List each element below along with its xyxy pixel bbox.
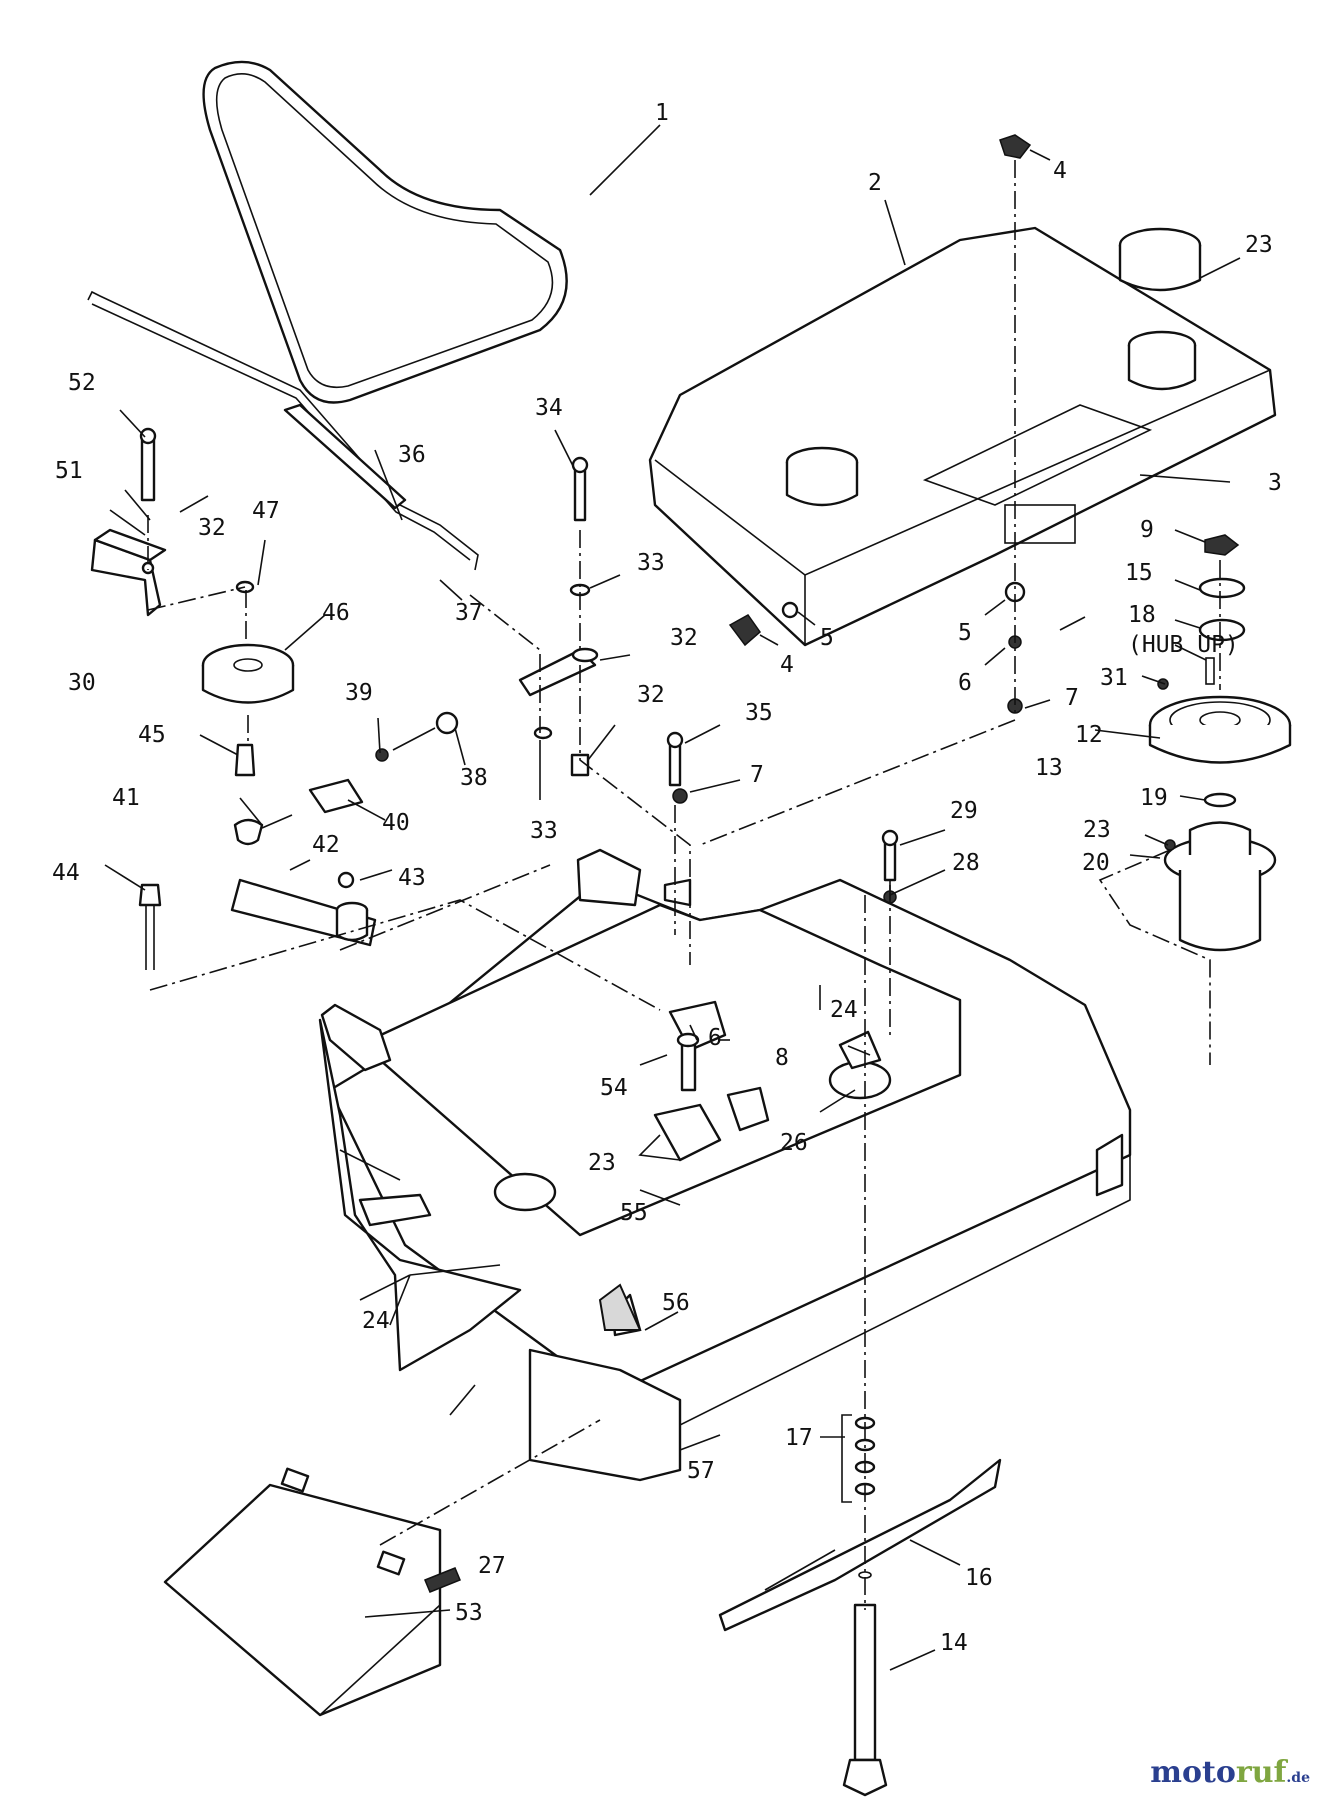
callout-39: 41 <box>112 785 140 811</box>
callout-7-mid: 7 <box>750 762 764 788</box>
cover-cap <box>1118 227 1202 292</box>
callout-45: 47 <box>252 498 280 524</box>
callout-10: (HUB UP) <box>1128 632 1239 658</box>
callout-11: 12 <box>1075 722 1103 748</box>
callout-4-mid: 4 <box>780 652 794 678</box>
callout-31: 32 <box>670 625 698 651</box>
callout-44: 46 <box>322 600 350 626</box>
knob-4-mid <box>728 614 762 647</box>
callout-46: 51 <box>55 458 83 484</box>
callout-23-deck: 24 <box>830 997 858 1023</box>
discharge-chute <box>163 1467 461 1717</box>
callout-55: 57 <box>687 1458 715 1484</box>
callout-29: 31 <box>1100 665 1128 691</box>
callout-37: 39 <box>345 680 373 706</box>
callout-18: 20 <box>1082 850 1110 876</box>
callout-19: 23 <box>1245 232 1273 258</box>
callout-38: 40 <box>382 810 410 836</box>
callout-6-deck: 6 <box>708 1025 722 1051</box>
callout-leaders <box>104 124 1241 1671</box>
nut-7b <box>672 788 688 804</box>
callout-32-lower: 33 <box>530 818 558 844</box>
callout-36: 38 <box>460 765 488 791</box>
watermark-suffix: .de <box>1286 1770 1310 1786</box>
callout-20: 23 <box>588 1150 616 1176</box>
callout-52: 54 <box>600 1075 628 1101</box>
callout-4-top: 4 <box>1053 158 1067 184</box>
callout-41: 43 <box>398 865 426 891</box>
callout-26: 28 <box>952 850 980 876</box>
callout-43: 45 <box>138 722 166 748</box>
callout-32-mid: 33 <box>637 550 665 576</box>
callout-9: 9 <box>1140 517 1154 543</box>
callout-23-left: 24 <box>362 1308 390 1334</box>
callout-51: 53 <box>455 1600 483 1626</box>
control-rod <box>87 290 479 571</box>
callout-40: 42 <box>312 832 340 858</box>
callout-47: 52 <box>68 370 96 396</box>
callout-30: 32 <box>637 682 665 708</box>
callout-1: 1 <box>655 100 669 126</box>
callout-12: 14 <box>940 1630 968 1656</box>
blade-assembly <box>718 1414 1002 1797</box>
callout-42: 44 <box>52 860 80 886</box>
washer-stack <box>841 1414 876 1503</box>
knob-4-top <box>999 134 1032 159</box>
callout-3: 3 <box>1268 470 1282 496</box>
callout-13: 15 <box>1125 560 1153 586</box>
spindle-assembly <box>1148 534 1292 952</box>
callout-2: 2 <box>868 170 882 196</box>
callout-24-deck: 26 <box>780 1130 808 1156</box>
callout-11-note: 13 <box>1035 755 1063 781</box>
callout-14: 16 <box>965 1565 993 1591</box>
callout-15: 17 <box>785 1425 813 1451</box>
callout-5-mid: 5 <box>820 625 834 651</box>
callout-5-right: 5 <box>958 620 972 646</box>
callout-23-right: 23 <box>1083 817 1111 843</box>
callout-32-left: 32 <box>198 515 226 541</box>
mower-deck <box>318 848 1132 1482</box>
callout-labels: 1 2 3 4 4 5 5 6 6 7 7 8 9 (HUB UP) 12 13… <box>52 100 1282 1656</box>
assembly-lines <box>147 160 1221 1610</box>
v-belt <box>202 60 568 404</box>
callout-24-chute: 27 <box>478 1553 506 1579</box>
callout-33-mid: 35 <box>745 700 773 726</box>
callout-35: 37 <box>455 600 483 626</box>
watermark-logo: motoruf.de <box>1150 1755 1310 1790</box>
callout-27: 29 <box>950 798 978 824</box>
callout-54: 56 <box>662 1290 690 1316</box>
washer-5a <box>781 601 799 619</box>
callout-17: 19 <box>1140 785 1168 811</box>
callout-6-right: 6 <box>958 670 972 696</box>
watermark-part1: moto <box>1150 1755 1236 1790</box>
belt-cover <box>648 226 1277 647</box>
callout-7-right: 7 <box>1065 685 1079 711</box>
callout-33-top: 34 <box>535 395 563 421</box>
callout-8: 8 <box>775 1045 789 1071</box>
callout-53: 55 <box>620 1200 648 1226</box>
callout-34: 36 <box>398 442 426 468</box>
watermark-part2: ruf <box>1235 1755 1287 1790</box>
callout-16: 18 <box>1128 602 1156 628</box>
tension-arm <box>518 456 899 904</box>
callout-28: 30 <box>68 670 96 696</box>
